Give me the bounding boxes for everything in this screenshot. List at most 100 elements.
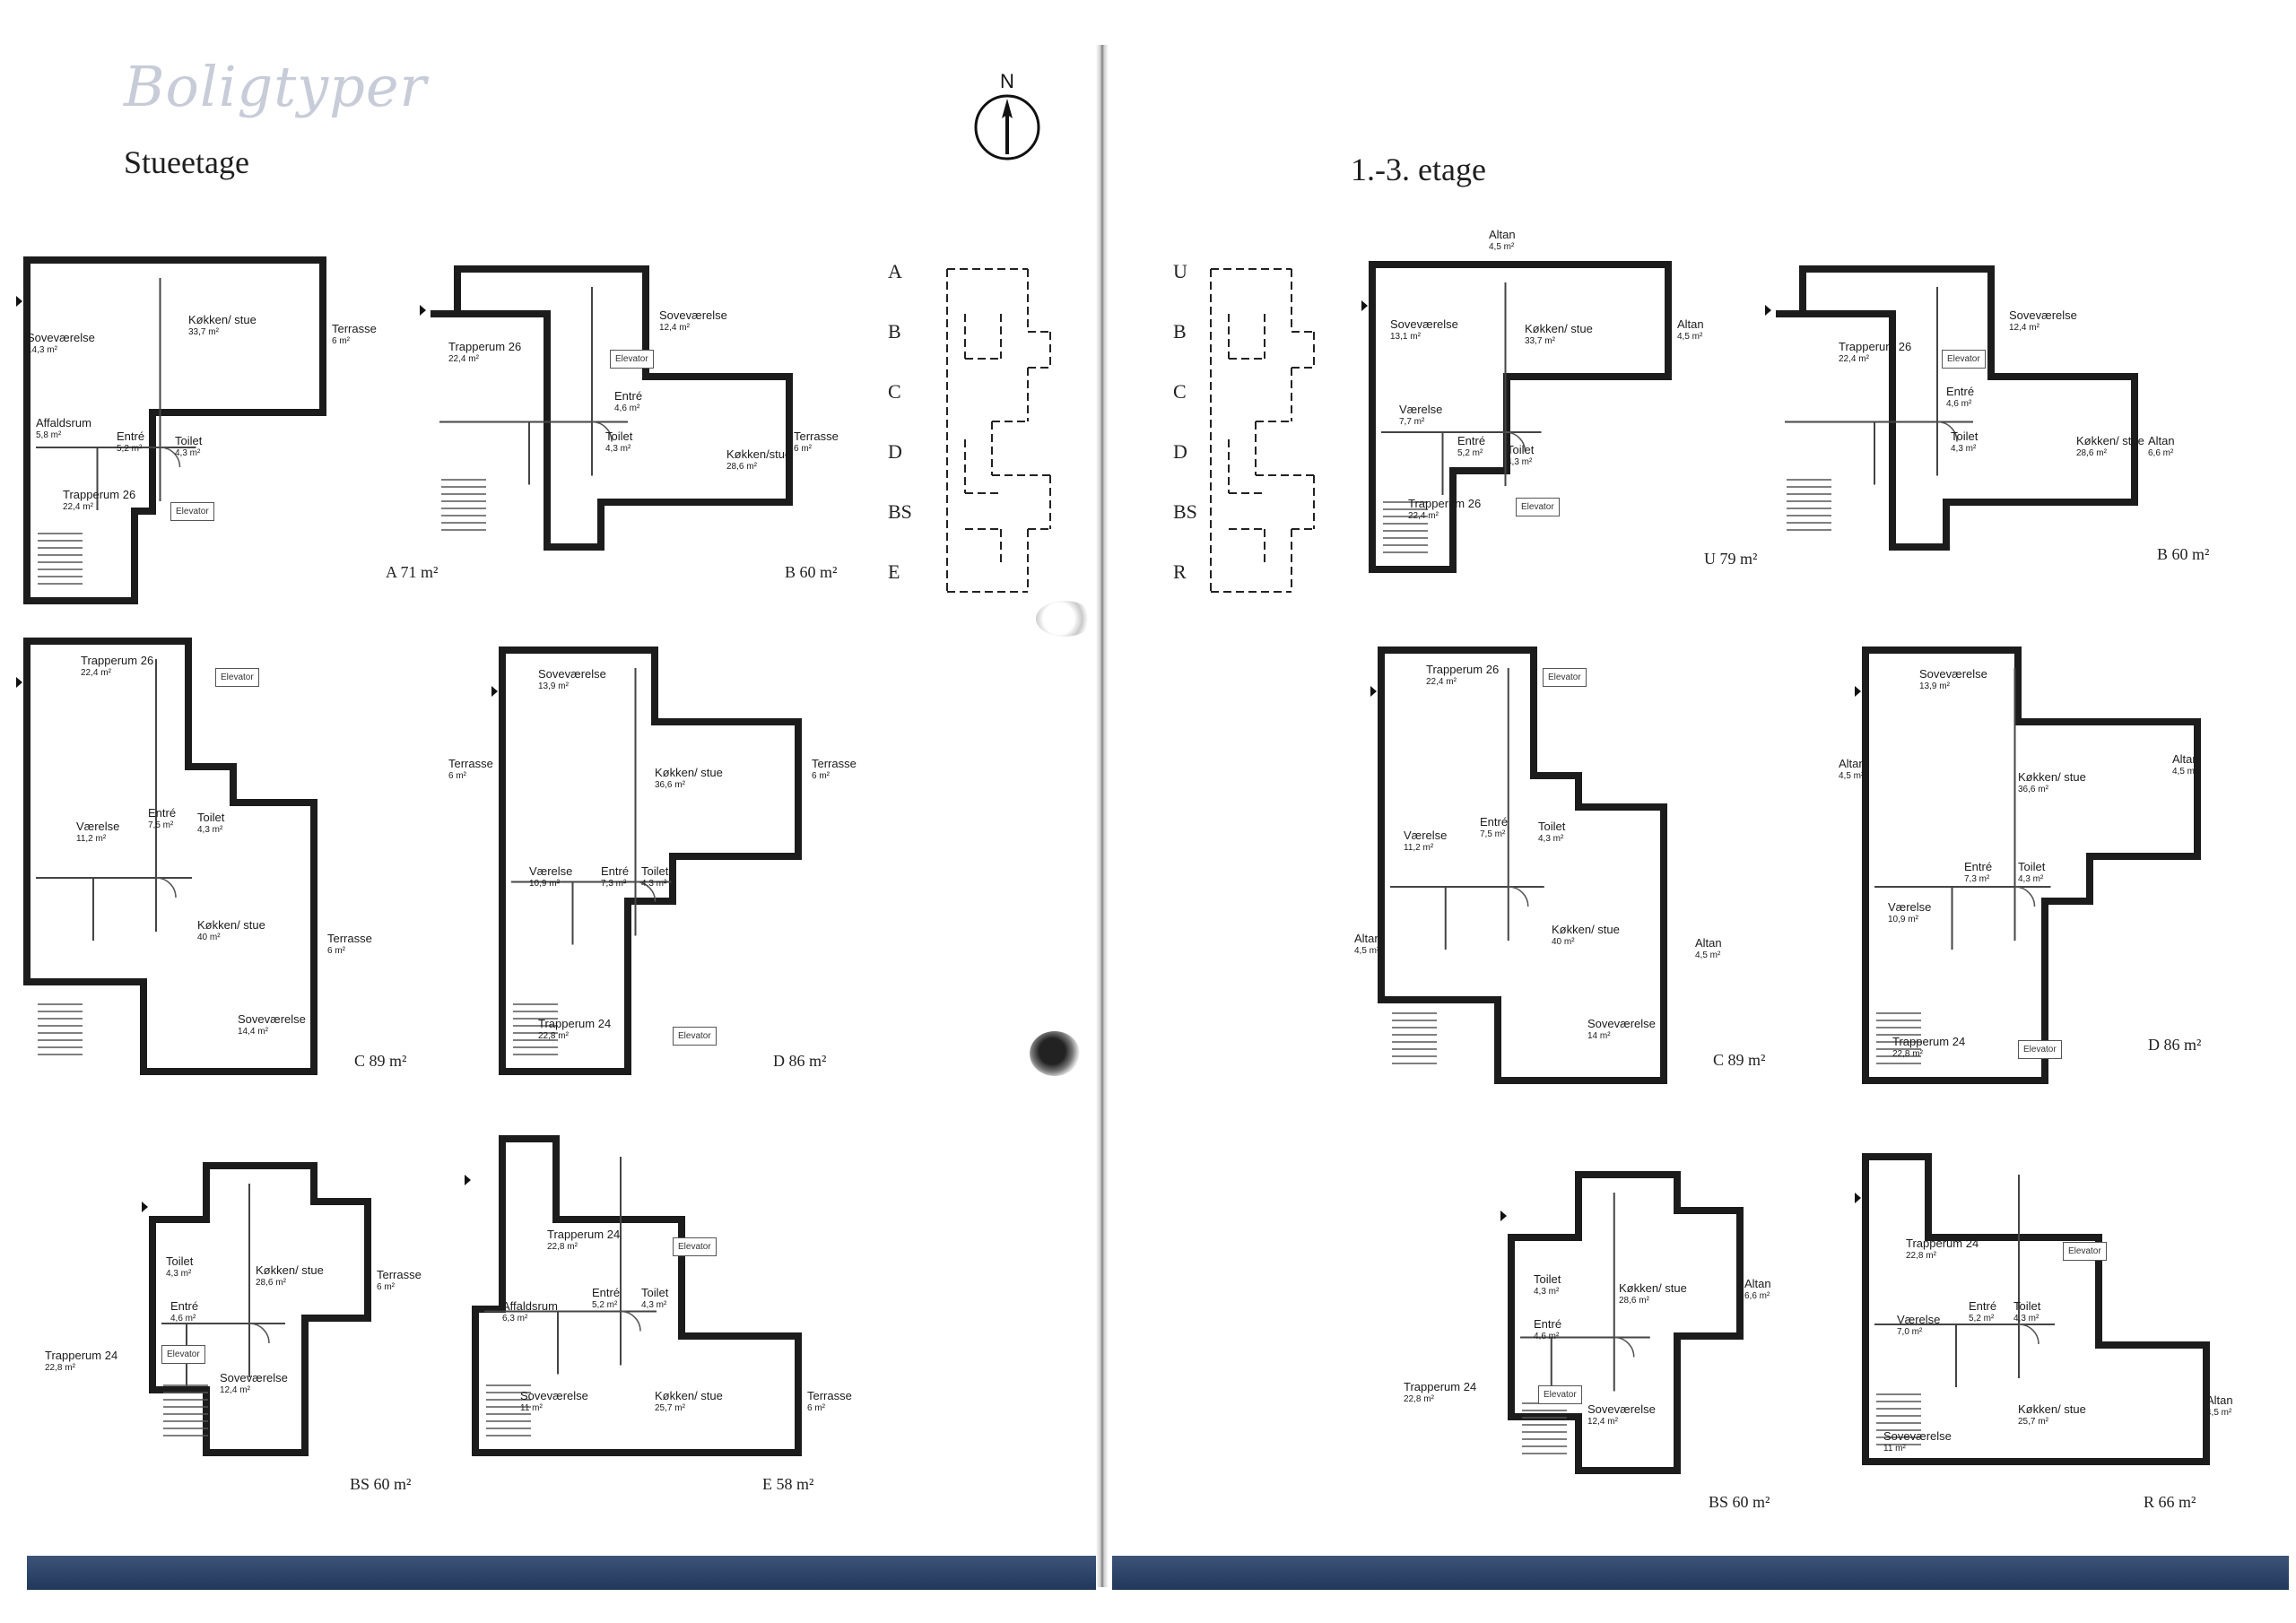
exterior-wall <box>149 1162 371 1456</box>
room-area: 4,3 m² <box>2013 1313 2039 1324</box>
room-area: 25,7 m² <box>2018 1416 2048 1427</box>
room-name: Entré <box>1969 1299 1997 1313</box>
room-name: Entré <box>1946 385 1975 398</box>
entrance-arrow-icon <box>420 305 426 316</box>
room-area: 22,4 m² <box>1839 353 1869 364</box>
room-area: 5,2 m² <box>117 443 143 454</box>
room-area: 33,7 m² <box>188 326 219 337</box>
unit-label: U 79 m² <box>1704 550 1758 568</box>
door-swing <box>1508 886 1529 907</box>
entrance-arrow-icon <box>142 1202 148 1212</box>
room-name: Entré <box>592 1286 621 1299</box>
room-area: 4,6 m² <box>614 403 640 413</box>
room-name: Toilet <box>641 1286 669 1299</box>
room-name: Entré <box>1480 815 1509 829</box>
paper-mark <box>1030 1031 1080 1076</box>
room-area: 13,9 m² <box>538 681 569 691</box>
elevator-label: Elevator <box>673 1237 717 1256</box>
room-name: Terrasse <box>448 757 493 770</box>
room-area: 11 m² <box>1883 1443 1906 1454</box>
room-name: Soveværelse <box>220 1371 288 1384</box>
door-swing <box>2014 886 2036 907</box>
room-area: 22,8 m² <box>538 1030 569 1041</box>
room-area: 7,7 m² <box>1399 416 1425 427</box>
room-name: Affaldsrum <box>36 416 91 430</box>
room-area: 5,8 m² <box>36 430 62 440</box>
room-name: Værelse <box>1399 403 1443 416</box>
site-plan-label: B <box>888 320 901 343</box>
unit-label: B 60 m² <box>2157 545 2210 563</box>
room-area: 4,3 m² <box>2018 873 2044 884</box>
room-name: Trapperum 26 <box>1839 340 1912 353</box>
compass-north-label: N <box>1000 70 1014 92</box>
room-name: Altan <box>2148 434 2175 447</box>
room-area: 13,9 m² <box>1919 681 1950 691</box>
room-area: 36,6 m² <box>2018 784 2048 794</box>
room-name: Køkken/ stue <box>1619 1281 1687 1295</box>
room-name: Køkken/ stue <box>1525 322 1593 335</box>
site-plan-label: C <box>888 380 901 403</box>
section-title-upper: 1.-3. etage <box>1351 152 1486 187</box>
unit-label: C 89 m² <box>354 1052 407 1070</box>
room-area: 12,4 m² <box>1587 1416 1618 1427</box>
room-area: 28,6 m² <box>256 1277 286 1288</box>
exterior-wall <box>1862 647 2201 1084</box>
room-name: Toilet <box>166 1254 194 1268</box>
room-name: Trapperum 26 <box>448 340 522 353</box>
section-title-ground: Stueetage <box>124 144 249 180</box>
floor-plan-walls <box>1862 1153 2210 1465</box>
exterior-wall <box>1862 1153 2210 1465</box>
site-plan-outline <box>946 268 1051 593</box>
exterior-wall <box>472 1135 802 1456</box>
room-name: Trapperum 24 <box>1404 1380 1477 1393</box>
site-plan-label: C <box>1173 380 1187 403</box>
entrance-arrow-icon <box>16 296 22 307</box>
floor-plan-walls <box>1369 261 1672 573</box>
site-plan-label: A <box>888 260 902 282</box>
elevator-label: Elevator <box>673 1027 717 1046</box>
door-swing <box>2018 1324 2039 1345</box>
room-area: 7,0 m² <box>1897 1326 1923 1337</box>
room-name: Altan <box>1839 757 1866 770</box>
room-name: Soveværelse <box>1883 1429 1952 1443</box>
room-area: 4,5 m² <box>2206 1407 2232 1418</box>
room-name: Entré <box>1457 434 1486 447</box>
room-name: Entré <box>148 806 177 820</box>
room-area: 4,3 m² <box>1951 443 1977 454</box>
room-name: Køkken/ stue <box>2018 1402 2086 1416</box>
compass-arrow-icon <box>974 94 1040 161</box>
exterior-wall <box>499 647 802 1075</box>
room-area: 14,3 m² <box>27 344 57 355</box>
room-name: Soveværelse <box>1587 1017 1656 1030</box>
room-name: Køkken/ stue <box>655 1389 723 1402</box>
